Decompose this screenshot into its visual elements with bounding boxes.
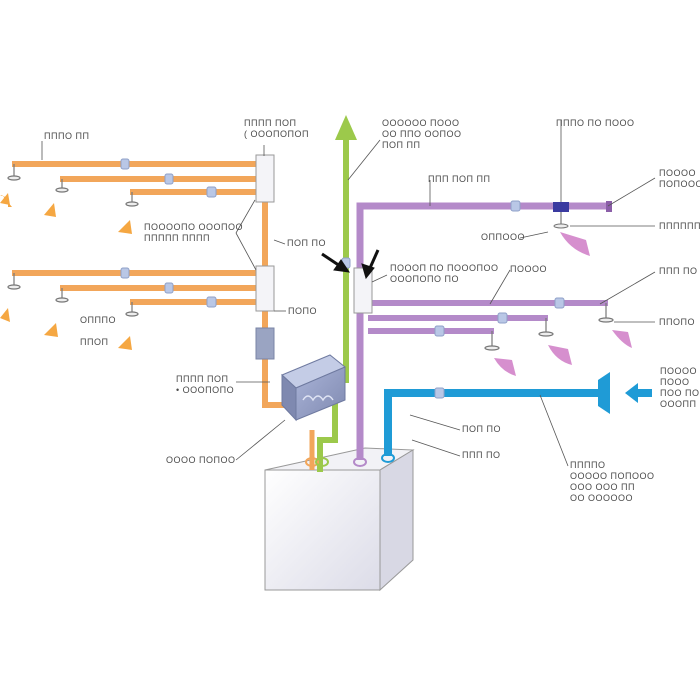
orange-duct-system — [12, 161, 315, 470]
base-unit — [264, 447, 415, 592]
label-lower-left-b: ΠΠΟΠ — [80, 337, 109, 347]
label-mid-left-pair: ΠΟΟΟΟΠΟ ΟΟΟΠΟΟ ΠΠΠΠΠ ΠΠΠΠ — [144, 222, 244, 243]
label-blue-in-a: ΠΟΠ ΠΟ — [462, 424, 501, 434]
label-lower-left-a: ΟΠΠΠΟ — [80, 315, 116, 325]
label-base-unit: ΟΟΟΟ ΠΟΠΟΟ — [166, 455, 236, 465]
orange-plenum-box-bottom — [255, 265, 275, 312]
leader-lines — [41, 139, 656, 467]
green-exhaust-duct — [317, 115, 357, 472]
purple-valve — [553, 120, 569, 229]
label-filter-box: ΠΟΠΟ — [288, 306, 317, 316]
label-mid-left-right: ΠΟΠ ΠΟ — [287, 238, 326, 248]
label-purple-mid: ΠΟΟΟΟ — [510, 264, 548, 274]
label-right-top-b: ΠΠΠΠΠΠ — [659, 221, 700, 231]
damper-icons-purple — [434, 200, 565, 337]
black-arrow-icon — [321, 249, 380, 280]
label-blue-long: ΠΠΠΠΟ ΟΟΟΟΟ ΠΟΠΟΟΟ ΟΟΟ ΟΟΟ ΠΠ ΟΟ ΟΟΟΟΟΟ — [570, 460, 655, 503]
blue-intake-duct — [384, 372, 610, 456]
label-blue-in-b: ΠΠΠ ΠΟ — [462, 450, 501, 460]
label-top-right-drop: ΠΠΠΟ ΠΟ ΠΟΟΟ — [556, 118, 635, 128]
label-right-mid-a: ΠΠΠ ΠΟ — [659, 266, 698, 276]
label-green-exhaust: ΟΟΟΟΟΟ ΠΟΟΟ ΟΟ ΠΠΟ ΟΟΠΟΟ ΠΟΠ ΠΠ — [382, 118, 462, 150]
purple-module-box — [353, 267, 373, 314]
label-top-left-box: ΠΠΠΠ ΠΟΠ ( ΟΟΟΠΟΠΟΠ — [244, 118, 309, 139]
orange-plenum-box-top — [255, 154, 275, 203]
label-control-box: ΠΠΠΠ ΠΟΠ • ΟΟΟΠΟΠΟ — [176, 374, 235, 395]
supply-arrow-icon — [0, 193, 132, 350]
label-center-module: ΠΟΟΟΠ ΠΟ ΠΟΟΟΠΟΟ ΟΟΟΠΟΠΟ ΠΟ — [390, 263, 499, 284]
label-purple-main: ΠΠΠ ΠΟΠ ΠΠ — [428, 174, 491, 184]
filter-box — [255, 327, 275, 360]
orange-drop-stubs — [7, 164, 139, 317]
purple-duct-system — [356, 202, 610, 460]
label-purple-outlet: ΟΠΠΟΟΟ — [481, 232, 526, 242]
control-panel-icon — [281, 354, 346, 422]
label-top-left-branch: ΠΠΠΟ ΠΠ — [44, 131, 90, 141]
label-right-mid-b: ΠΠΟΠΟ — [659, 317, 695, 327]
fresh-air-arrow-icon — [625, 383, 652, 403]
return-arrow-icon — [494, 232, 632, 376]
label-right-top-a: ΠΟΟΟΟ ΠΟΠΟΟΟ — [659, 168, 700, 189]
damper-icons-orange — [120, 158, 217, 308]
purple-end-cap — [606, 201, 612, 212]
label-fresh-air: ΠΟΟΟΟ ΠΟΟΟ ΠΟΟ ΠΟ ΟΟΟΠΠ — [660, 366, 700, 409]
purple-drop-stubs — [484, 303, 614, 351]
